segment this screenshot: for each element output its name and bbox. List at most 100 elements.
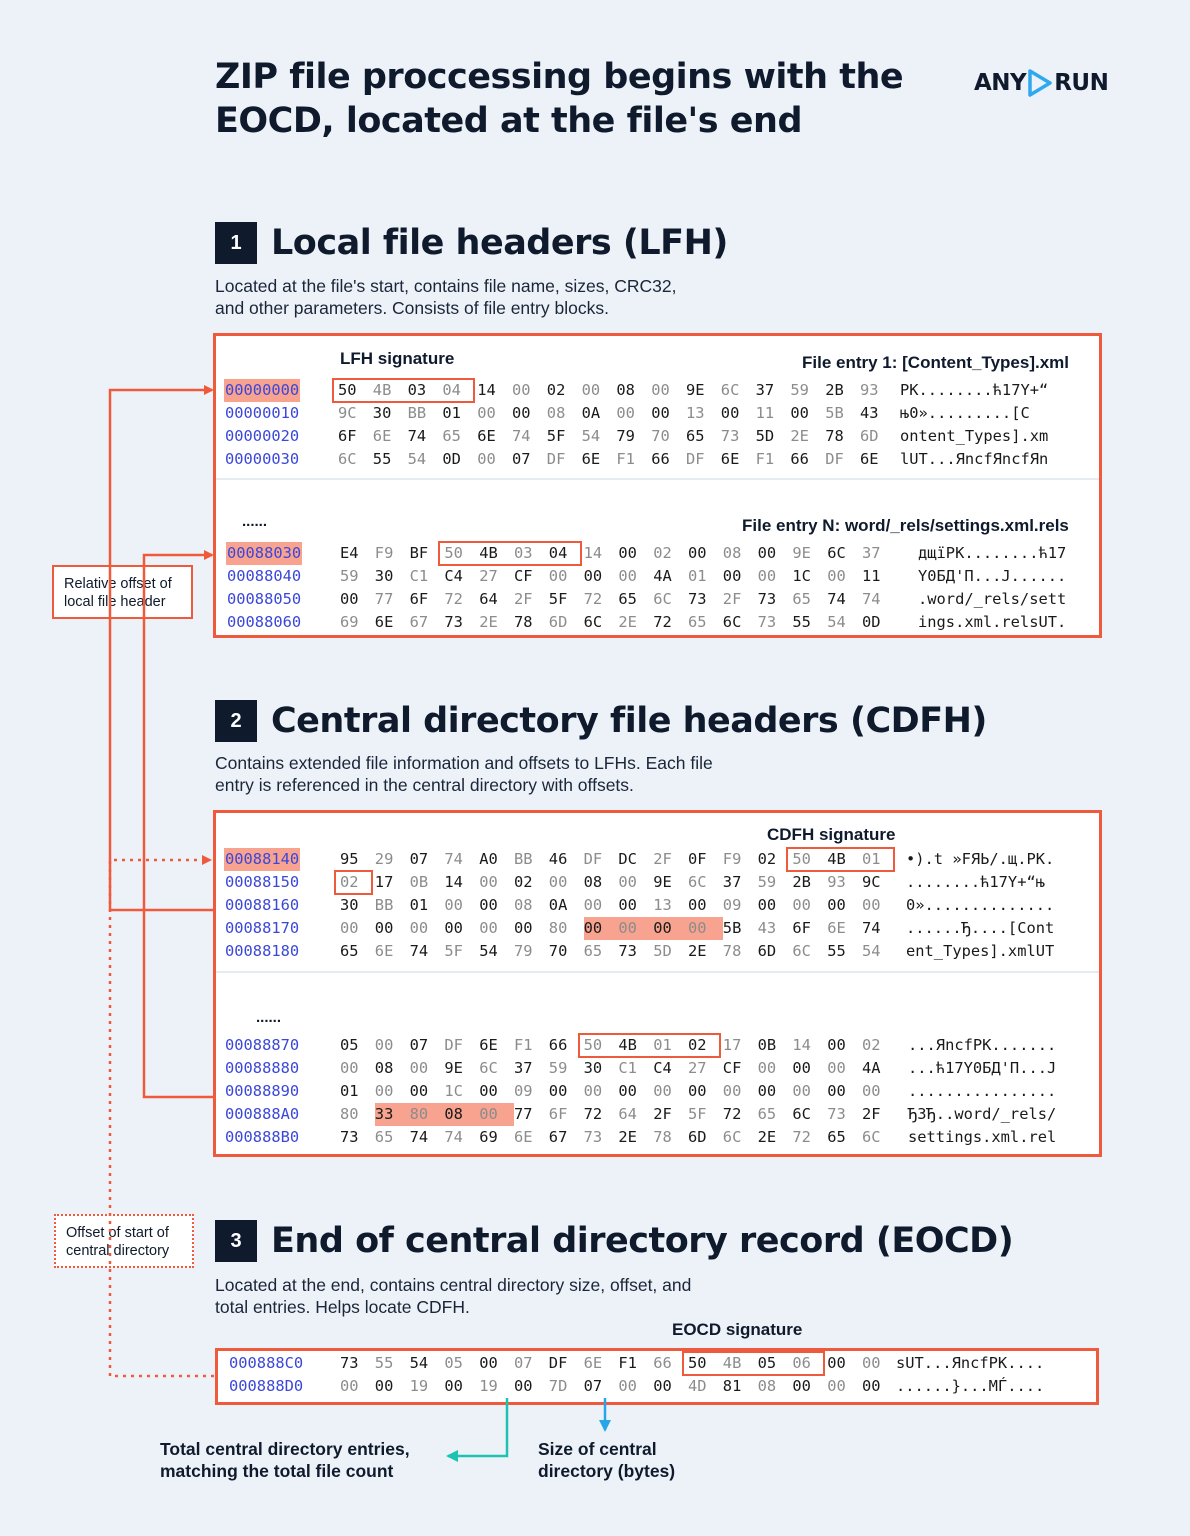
hex-byte: 2F xyxy=(653,850,672,868)
hex-byte: 00 xyxy=(374,1082,394,1100)
hex-byte: 00 xyxy=(477,450,496,468)
hex-byte: 05 xyxy=(340,1036,359,1054)
hex-byte: 00 xyxy=(757,567,777,585)
hex-byte: 65 xyxy=(686,427,705,445)
hex-byte: 00 xyxy=(618,917,654,940)
section-3-title: End of central directory record (EOCD) xyxy=(271,1221,1014,1261)
hex-byte: 11 xyxy=(862,567,881,585)
hex-byte: 00 xyxy=(688,544,707,562)
hex-byte: 78 xyxy=(653,1128,672,1146)
hex-byte: 00 xyxy=(722,567,742,585)
hex-byte: 00 xyxy=(722,1082,742,1100)
hex-byte: 72 xyxy=(583,1105,603,1123)
lfh-hex-panel xyxy=(213,333,1102,638)
hex-byte: DF xyxy=(444,1036,463,1054)
hex-byte: 00 xyxy=(827,567,846,585)
hex-byte: 78 xyxy=(722,942,742,960)
hex-byte: 4D xyxy=(688,1377,707,1395)
hex-byte: 5F xyxy=(548,590,568,608)
hex-byte: 64 xyxy=(618,1105,637,1123)
cdfh-divider xyxy=(216,971,1099,973)
hex-byte: 2F xyxy=(722,590,742,608)
hex-byte: 00 xyxy=(340,919,359,937)
hex-byte: 81 xyxy=(722,1377,742,1395)
hex-ascii: ontent_Types].xm xyxy=(900,427,1049,445)
section-2-description-line2: entry is referenced in the central direc… xyxy=(215,775,634,795)
hex-byte: 67 xyxy=(409,613,429,631)
hex-byte: 00 xyxy=(827,1082,846,1100)
relative-offset-callout: Relative offset of local file header xyxy=(52,565,193,619)
eocd-signature-label: EOCD signature xyxy=(672,1320,803,1339)
hex-byte: 50 xyxy=(338,381,357,399)
hex-byte: 2F xyxy=(514,590,533,608)
hex-byte: 6C xyxy=(722,613,742,631)
hex-byte: 00 xyxy=(479,1354,498,1372)
hex-offset: 00088140 xyxy=(224,848,301,871)
hex-byte: 6C xyxy=(338,450,357,468)
hex-byte: 5B xyxy=(722,919,742,937)
hex-byte: 14 xyxy=(583,544,603,562)
hex-byte: 02 xyxy=(514,873,533,891)
hex-byte: 00 xyxy=(512,404,531,422)
hex-byte: 00 xyxy=(409,919,429,937)
hex-byte: 2B xyxy=(792,873,811,891)
hex-byte: E4 xyxy=(340,544,359,562)
hex-byte: 37 xyxy=(514,1059,533,1077)
hex-byte: 29 xyxy=(374,850,394,868)
hex-byte: 4B xyxy=(827,850,846,868)
hex-byte: CF xyxy=(722,1059,742,1077)
hex-byte: 00 xyxy=(618,1377,637,1395)
section-1-description-line2: and other parameters. Consists of file e… xyxy=(215,298,609,318)
hex-byte: 74 xyxy=(512,427,531,445)
hex-byte: 5F xyxy=(688,1105,707,1123)
hex-byte: 50 xyxy=(444,544,463,562)
hex-byte: 6E xyxy=(477,427,496,445)
hex-byte: 00 xyxy=(688,1082,707,1100)
hex-byte: 66 xyxy=(651,450,670,468)
hex-byte: 13 xyxy=(653,896,672,914)
hex-byte: 2E xyxy=(479,613,498,631)
hex-byte: 78 xyxy=(825,427,844,445)
hex-byte: 54 xyxy=(409,1354,429,1372)
section-2-description-line1: Contains extended file information and o… xyxy=(215,753,713,773)
cd-offset-callout: Offset of start of central directory xyxy=(54,1214,194,1268)
hex-byte: 07 xyxy=(409,850,429,868)
hex-byte: 54 xyxy=(407,450,427,468)
hex-byte: 00 xyxy=(688,917,723,940)
hex-byte: 7D xyxy=(548,1377,568,1395)
hex-byte: 73 xyxy=(618,942,637,960)
hex-byte: 70 xyxy=(548,942,568,960)
hex-byte: 00 xyxy=(409,1082,429,1100)
hex-byte: 6C xyxy=(722,1128,742,1146)
hex-byte: 43 xyxy=(860,404,879,422)
hex-byte: 6C xyxy=(827,544,846,562)
hex-byte: 74 xyxy=(827,590,846,608)
hex-ascii: Ђ3Ђ..word/_rels/ xyxy=(908,1105,1057,1123)
hex-byte: 00 xyxy=(827,1059,846,1077)
hex-byte: 74 xyxy=(444,850,463,868)
hex-byte: 00 xyxy=(651,381,670,399)
cdfh-signature-label: CDFH signature xyxy=(767,825,896,844)
hex-byte: 54 xyxy=(862,942,881,960)
hex-byte: 43 xyxy=(757,919,777,937)
hex-byte: 6F xyxy=(338,427,357,445)
hex-byte: 4B xyxy=(372,381,392,399)
hex-ascii: дщїPK........ћ17 xyxy=(918,544,1067,562)
hex-byte: 66 xyxy=(548,1036,568,1054)
hex-byte: F1 xyxy=(755,450,775,468)
hex-byte: 00 xyxy=(444,1377,463,1395)
hex-byte: 72 xyxy=(583,590,603,608)
eocd-hex-panel xyxy=(215,1348,1099,1405)
hex-byte: 00 xyxy=(340,1059,359,1077)
lfh-signature-label: LFH signature xyxy=(340,349,455,368)
hex-ascii: .word/_rels/sett xyxy=(918,590,1067,608)
